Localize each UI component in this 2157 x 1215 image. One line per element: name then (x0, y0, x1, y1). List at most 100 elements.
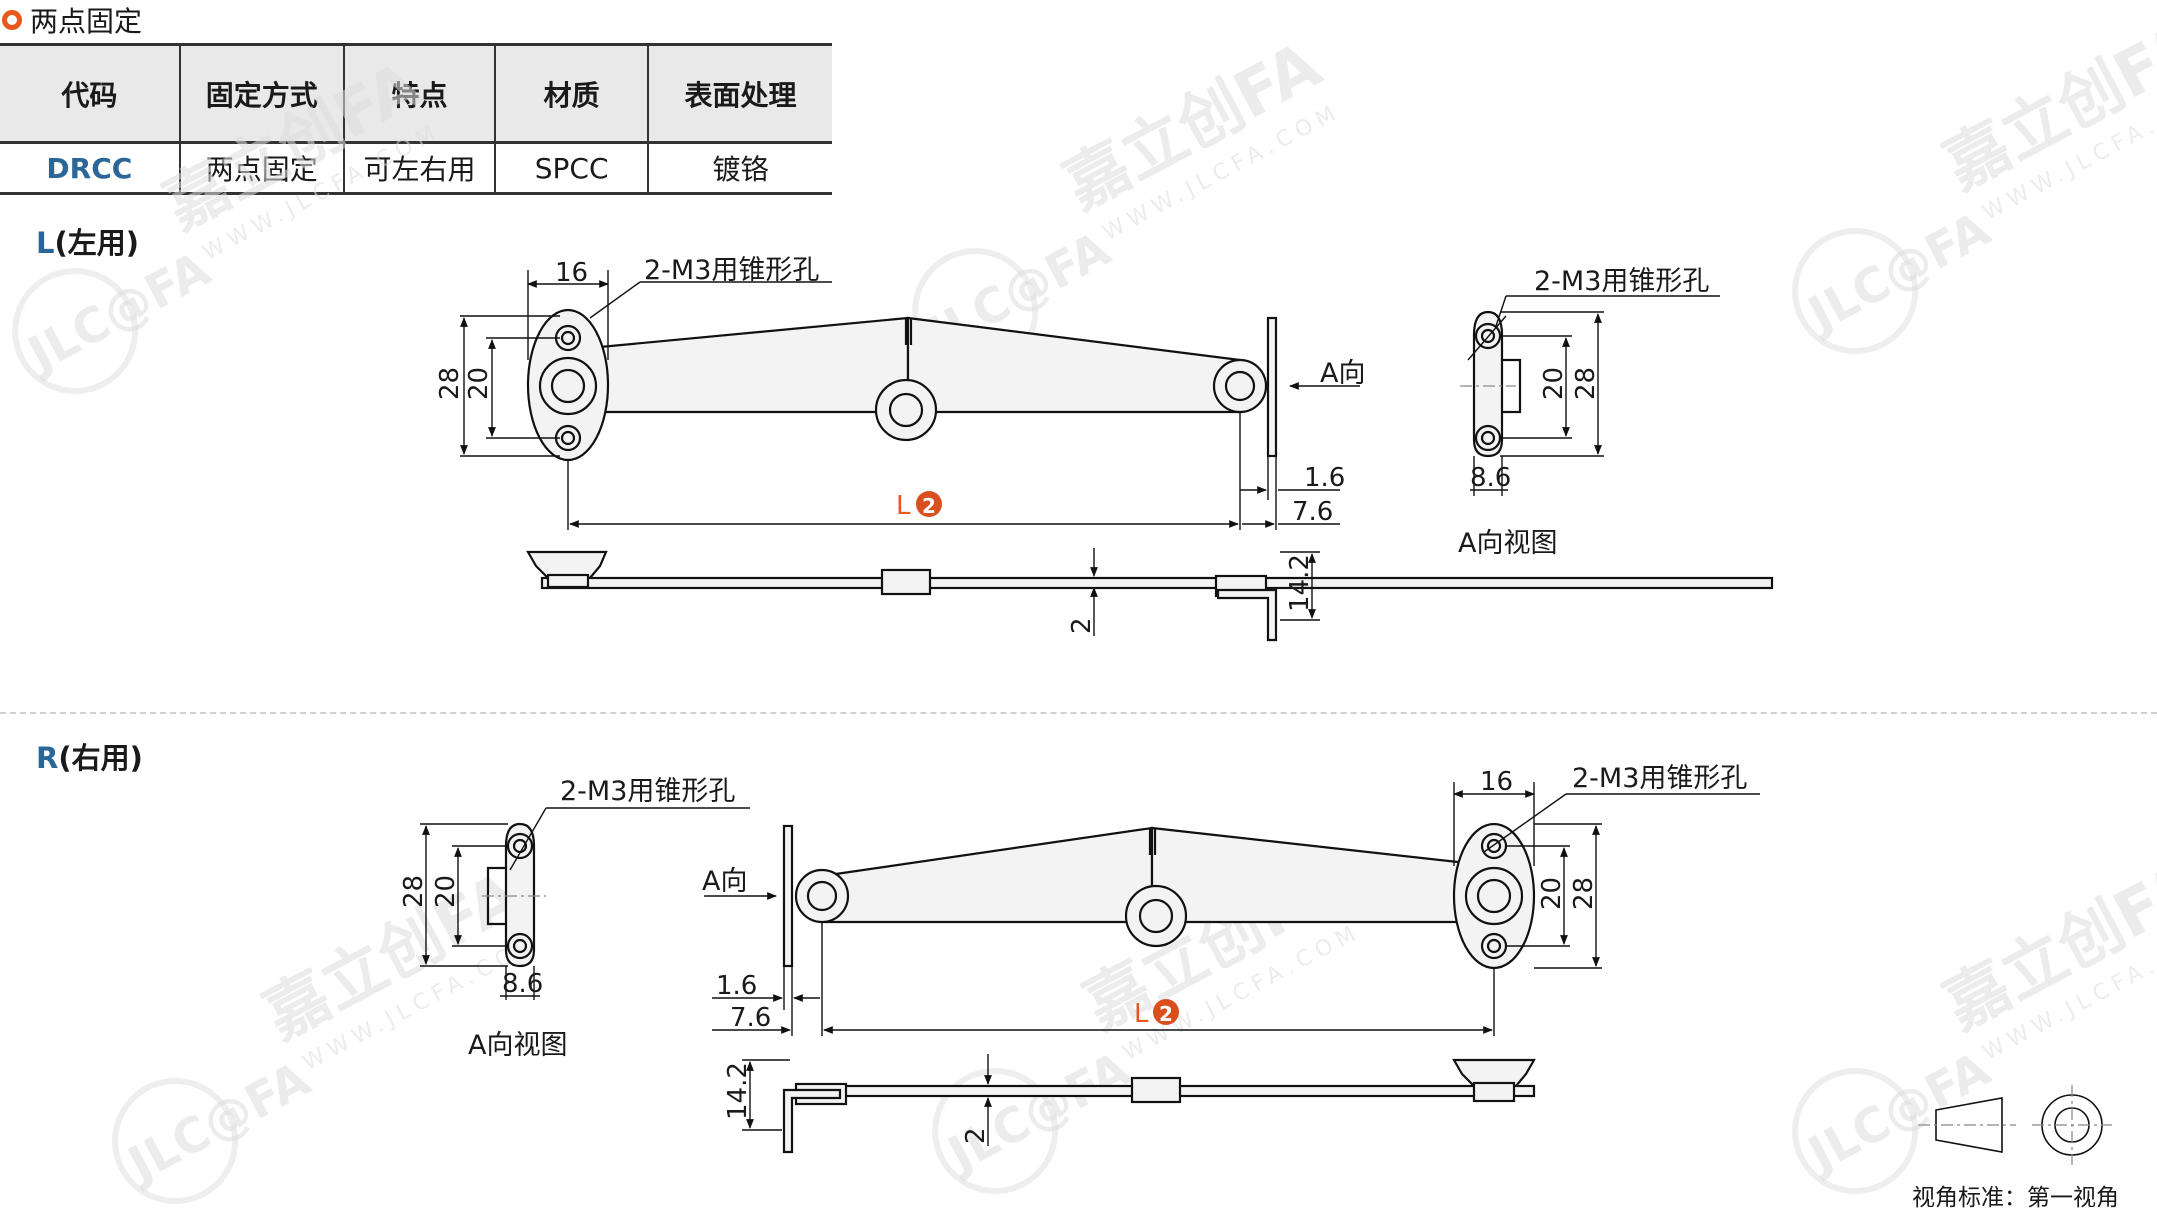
pivot-rivet-inner (550, 368, 586, 404)
callout-badge-number: 2 (922, 494, 936, 518)
a-view-caption: A向视图 (1458, 528, 1557, 559)
dim-16-label: 16 (555, 258, 588, 288)
a-view-hole (506, 932, 534, 960)
dim-28-label: 28 (1569, 877, 1599, 910)
svg-text:JLC@FA: JLC@FA (1797, 201, 1999, 344)
hole-note: 2-M3用锥形孔 (560, 776, 735, 807)
dim-20-label: 20 (1537, 877, 1567, 910)
right-section-label: R(右用) (36, 741, 143, 775)
table-cell: SPCC (495, 142, 650, 195)
dim-1-6-label: 1.6 (716, 971, 757, 1001)
dim-7-6-label: 7.6 (730, 1003, 771, 1033)
svg-text:JLC@FA: JLC@FA (117, 1051, 319, 1194)
a-direction-label: A向 (702, 866, 747, 897)
dim-20-label: 20 (431, 875, 461, 908)
pivot-rivet-inner (1476, 878, 1512, 914)
dim-L-label: L (1134, 999, 1149, 1029)
hole-note: 2-M3用锥形孔 (644, 255, 819, 286)
end-pivot (794, 868, 850, 924)
a-view-hole-inner (1480, 430, 1496, 446)
end-bracket (1266, 316, 1278, 458)
dim-8-6-label: 8.6 (502, 969, 543, 999)
left-front-view: 16 2-M3用锥形孔 28 20 L 2 1.6 7.6 A向 (435, 255, 1365, 530)
dim-2-label: 2 (1067, 617, 1097, 634)
table-cell: 两点固定 (179, 142, 345, 195)
dim-28-label: 28 (399, 875, 429, 908)
leader-line (1467, 315, 1507, 361)
svg-text:JLC@FA: JLC@FA (937, 1041, 1139, 1184)
hole-note: 2-M3用锥形孔 (1572, 763, 1747, 794)
dim-1-6-label: 1.6 (1304, 463, 1345, 493)
mounting-hole-inner (560, 330, 576, 346)
section-header: 两点固定 (0, 0, 142, 40)
a-view-plate (504, 822, 536, 968)
leader-line (1483, 793, 1567, 853)
column-header: 代码 (0, 43, 181, 144)
watermark: JLC@FA 嘉立创FA WWW.JLCFA.COM (12, 48, 445, 395)
a-view-hole (1474, 424, 1502, 452)
dim-L-label: L (896, 491, 911, 521)
first-angle-projection-icon (1918, 1085, 2112, 1165)
table-row: DRCC 两点固定 可左右用 SPCC 镀铬 (0, 142, 832, 195)
center-rivet-side (880, 568, 932, 596)
dim-14-2-label: 14.2 (1285, 554, 1315, 612)
end-pivot-inner (1224, 370, 1256, 402)
right-a-view: 2-M3用锥形孔 28 20 8.6 A向视图 (399, 776, 750, 1061)
center-pivot-inner (888, 392, 924, 428)
product-code[interactable]: DRCC (0, 142, 181, 195)
hole-note: 2-M3用锥形孔 (1534, 266, 1709, 297)
leader-line (509, 807, 547, 871)
a-view-plate (1472, 310, 1504, 458)
right-side-view: 14.2 2 (723, 1054, 1536, 1154)
table-cell: 可左右用 (343, 142, 497, 195)
arm-side (540, 576, 1774, 590)
svg-text:JLC@FA: JLC@FA (17, 241, 219, 384)
callout-badge (1153, 999, 1179, 1025)
dim-2-label: 2 (961, 1127, 991, 1144)
mounting-hole-inner (1486, 938, 1502, 954)
spec-table: 代码 固定方式 特点 材质 表面处理 DRCC 两点固定 可左右用 SPCC 镀… (0, 43, 832, 195)
left-section-label: L(左用) (36, 226, 139, 260)
end-pivot (1212, 358, 1268, 414)
rivet-side (1472, 1081, 1516, 1103)
left-a-view: 2-M3用锥形孔 28 20 8.6 A向视图 (1458, 266, 1720, 559)
stay-arm (566, 316, 910, 414)
pivot-rivet (538, 356, 598, 416)
leader-line (589, 281, 641, 319)
table-cell: 镀铬 (648, 142, 832, 195)
view-standard-label: 视角标准：第一视角 (1912, 1185, 2119, 1211)
center-pivot (874, 378, 938, 442)
dim-14-2-label: 14.2 (723, 1062, 753, 1120)
column-header: 固定方式 (179, 43, 345, 144)
dim-28-label: 28 (1571, 367, 1601, 400)
section-divider (0, 712, 2157, 714)
a-view-bracket (1502, 358, 1522, 414)
watermark: JLC@FA 嘉立创FA WWW.JLCFA.COM (1792, 8, 2157, 355)
watermarks: JLC@FA 嘉立创FA WWW.JLCFA.COM JLC@FA 嘉立创FA … (12, 8, 2157, 1205)
a-view-hole-inner (1480, 328, 1496, 344)
mounting-hole (1480, 932, 1508, 960)
column-header: 表面处理 (648, 43, 832, 144)
left-side-view: 14.2 2 (526, 548, 1774, 642)
table-header-row: 代码 固定方式 特点 材质 表面处理 (0, 43, 832, 144)
callout-badge-number: 2 (1159, 1002, 1173, 1026)
end-bracket-side (782, 1088, 842, 1154)
end-pivot-inner (806, 880, 838, 912)
mounting-hole (1480, 832, 1508, 860)
dim-7-6-label: 7.6 (1292, 497, 1333, 527)
right-front-view: 16 2-M3用锥形孔 28 20 L 2 1.6 7.6 A向 (702, 763, 1760, 1036)
watermark: JLC@FA 嘉立创FA WWW.JLCFA.COM (1792, 848, 2157, 1195)
stay-arm (1150, 826, 1496, 924)
stay-arm (820, 826, 1154, 924)
circle-bullet-icon (2, 10, 22, 30)
a-view-hole-inner (512, 938, 528, 954)
mounting-hole-inner (1486, 838, 1502, 854)
center-pivot (1124, 884, 1188, 948)
dim-28-label: 28 (435, 367, 465, 400)
center-rivet-side (1130, 1076, 1182, 1104)
column-header: 特点 (343, 43, 497, 144)
dim-20-label: 20 (1539, 367, 1569, 400)
a-direction-label: A向 (1320, 358, 1365, 389)
dim-20-label: 20 (464, 367, 494, 400)
